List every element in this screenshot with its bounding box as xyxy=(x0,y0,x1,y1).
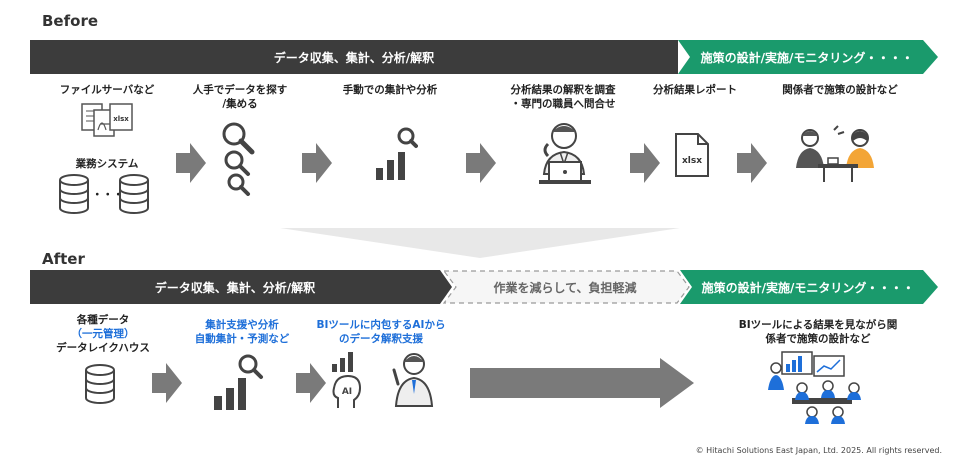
before-band-policy-label: 施策の設計/実施/モニタリング・・・・ xyxy=(700,50,914,65)
process-arrow-icon xyxy=(630,143,660,183)
label-ai-line1: BIツールに内包するAIから xyxy=(316,319,446,331)
xlsx-file-icon: xlsx xyxy=(675,133,709,177)
label-data-line2: （一元管理） xyxy=(71,328,135,340)
file-ext-label: xlsx xyxy=(113,115,129,123)
after-band-reduce-label: 作業を減らして、負担軽減 xyxy=(493,280,637,295)
label-consult: 分析結果の解釈を調査 ・専門の職員へ問合せ xyxy=(498,83,628,111)
after-band-policy-label: 施策の設計/実施/モニタリング・・・・ xyxy=(701,280,915,295)
database-icon xyxy=(59,174,89,214)
before-band-policy-shape xyxy=(678,40,938,74)
copyright-text: © Hitachi Solutions East Japan, Ltd. 202… xyxy=(695,446,942,455)
process-arrow-icon xyxy=(176,143,206,183)
label-manual: 手動での集計や分析 xyxy=(342,84,438,96)
process-arrow-icon xyxy=(152,363,182,403)
label-data-lakehouse: 各種データ （一元管理） データレイクハウス xyxy=(48,313,158,355)
businessman-icon xyxy=(392,353,434,407)
label-search: 人手でデータを探す /集める xyxy=(185,83,295,111)
label-search-line1: 人手でデータを探す xyxy=(192,84,288,96)
label-search-line2: /集める xyxy=(222,98,258,110)
database-icon xyxy=(119,174,149,214)
label-data-line3: データレイクハウス xyxy=(56,342,150,354)
transition-connector xyxy=(280,228,680,258)
report-ext-label: xlsx xyxy=(682,156,702,166)
after-band-main-shape xyxy=(30,270,452,304)
database-icon xyxy=(85,364,115,404)
label-bi-line1: BIツールによる結果を見ながら関 xyxy=(738,319,898,331)
ai-head-icon: AI xyxy=(332,352,362,408)
label-meeting: 関係者で施策の設計など xyxy=(782,84,898,96)
label-report: 分析結果レポート xyxy=(653,84,737,96)
after-title: After xyxy=(42,250,85,268)
after-band-reduce-shape xyxy=(442,270,690,304)
before-band-main-label: データ収集、集計、分析/解釈 xyxy=(273,50,435,65)
process-arrow-icon xyxy=(296,363,326,403)
label-ai-support: BIツールに内包するAIから のデータ解釈支援 xyxy=(306,318,456,346)
process-arrow-icon xyxy=(466,143,496,183)
team-dashboard-meeting-icon xyxy=(768,351,861,424)
label-support: 集計支援や分析 自動集計・予測など xyxy=(182,318,302,346)
label-business-system: 業務システム xyxy=(75,158,139,170)
after-band-policy-shape xyxy=(680,270,938,304)
after-band xyxy=(30,270,938,304)
process-arrow-icon xyxy=(302,143,332,183)
big-process-arrow-icon xyxy=(470,358,694,408)
office-worker-phone-icon xyxy=(539,123,591,184)
label-consult-line1: 分析結果の解釈を調査 xyxy=(510,84,616,96)
meeting-people-icon xyxy=(796,125,874,182)
after-band-main-label: データ収集、集計、分析/解釈 xyxy=(154,280,316,295)
before-band-main-shape xyxy=(30,40,678,74)
before-band xyxy=(30,40,938,74)
process-arrow-icon xyxy=(737,143,767,183)
ellipsis-text: ・・・ xyxy=(92,189,124,201)
label-support-line1: 集計支援や分析 xyxy=(205,319,279,331)
label-bi-collaboration: BIツールによる結果を見ながら関 係者で施策の設計など xyxy=(718,318,918,346)
bar-chart-magnifier-icon xyxy=(214,354,263,410)
label-consult-line2: ・専門の職員へ問合せ xyxy=(510,98,616,110)
bar-chart-magnifier-icon xyxy=(376,127,418,180)
label-fileserver: ファイルサーバなど xyxy=(59,84,155,96)
before-title: Before xyxy=(42,12,99,30)
magnifier-group-icon xyxy=(222,122,255,196)
ai-head-label: AI xyxy=(342,387,352,397)
label-bi-line2: 係者で施策の設計など xyxy=(765,333,871,345)
label-data-line1: 各種データ xyxy=(76,314,130,326)
label-support-line2: 自動集計・予測など xyxy=(194,333,290,345)
label-ai-line2: のデータ解釈支援 xyxy=(339,333,423,345)
file-documents-icon: xlsx xyxy=(81,103,133,137)
